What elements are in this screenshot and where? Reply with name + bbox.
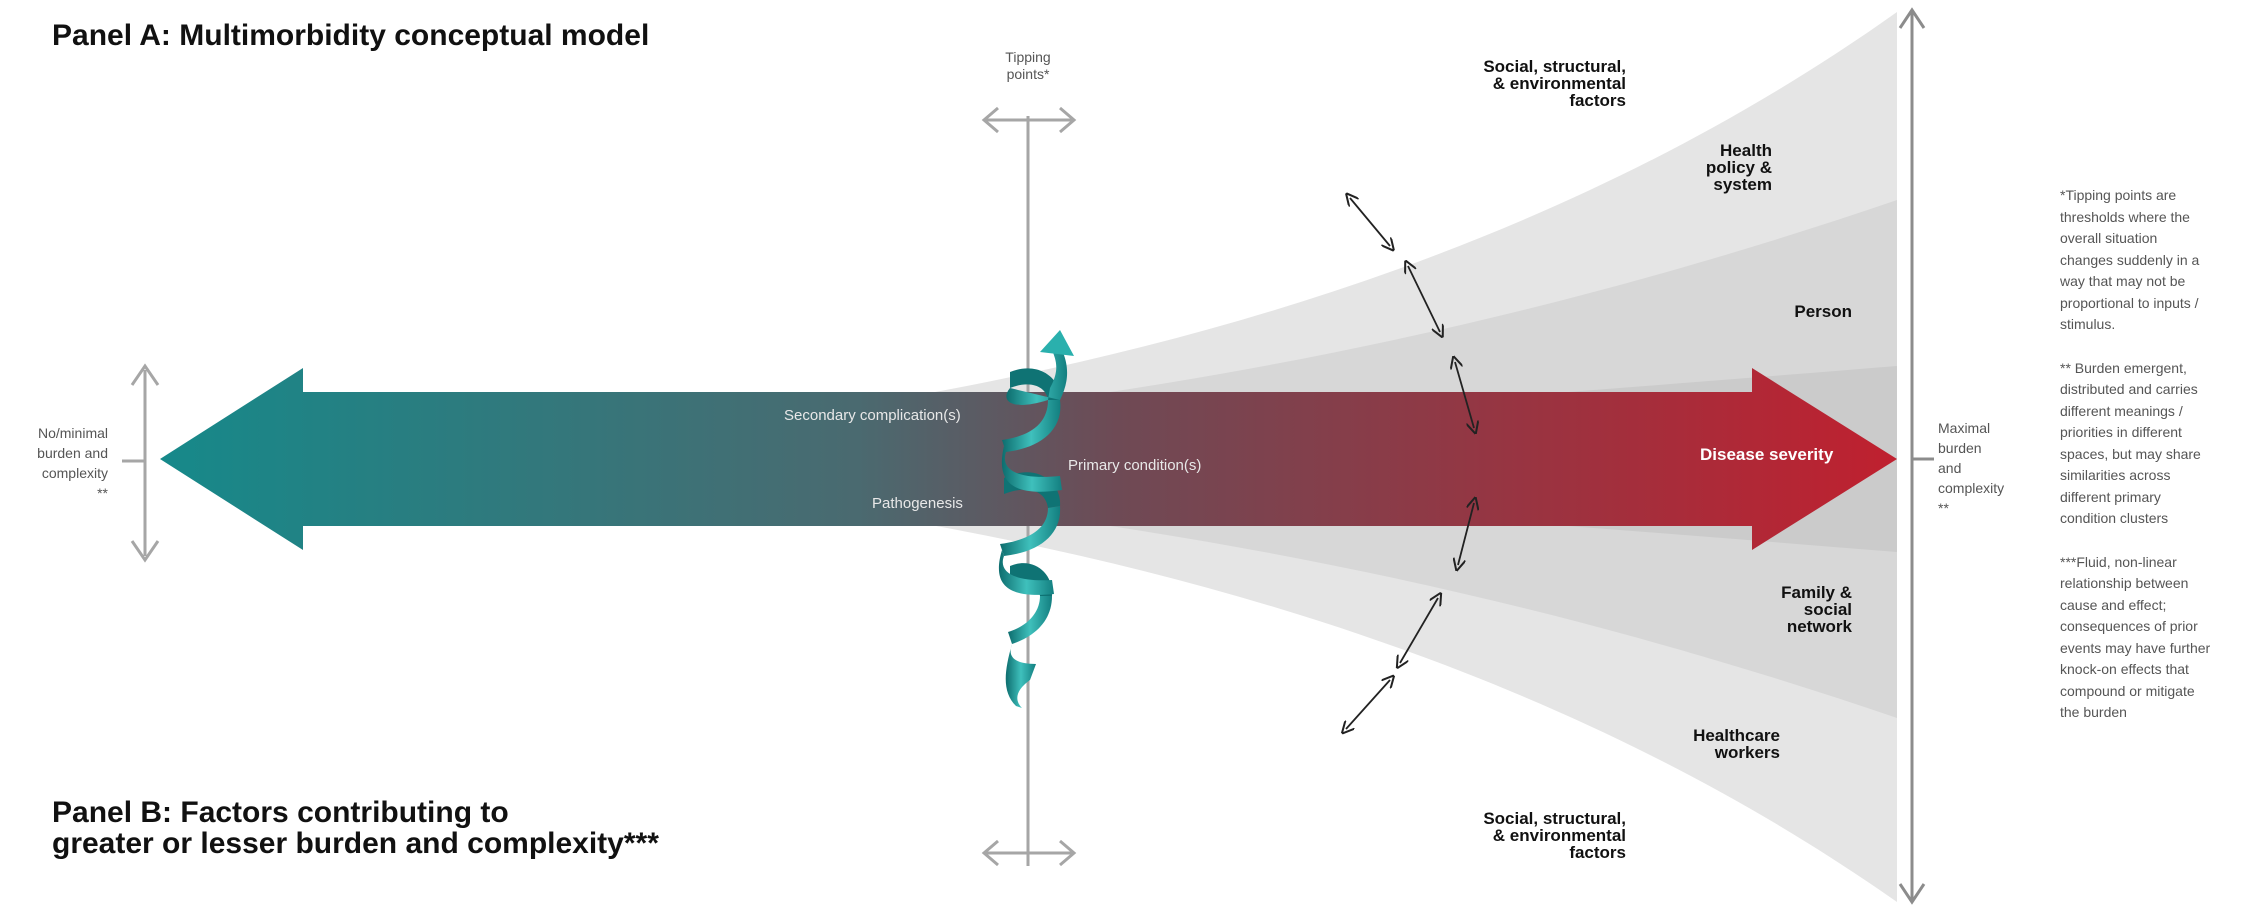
disease-severity-label: Disease severity <box>1700 445 1834 464</box>
no-minimal-burden-label: No/minimal burden and complexity ** <box>0 423 108 503</box>
layer-label-line: Social, structural, <box>1483 57 1626 76</box>
note-line: different primary <box>2060 488 2161 505</box>
layer-label-line: Family & <box>1781 583 1852 602</box>
note-line: proportional to inputs / <box>2060 294 2199 311</box>
note-line: way that may not be <box>2060 273 2186 289</box>
note-line: compound or mitigate <box>2060 682 2195 699</box>
left-label-line: ** <box>97 485 108 501</box>
layer-label-line: & environmental <box>1492 74 1626 93</box>
healthcare-workers-label: Healthcare workers <box>1580 727 1780 761</box>
layer-label-line: Health <box>1720 141 1772 160</box>
maximal-burden-label: Maximal burden and complexity ** <box>1938 418 2038 518</box>
layer-label-line: Healthcare <box>1693 726 1780 745</box>
note-line: relationship between <box>2060 575 2189 591</box>
note-line: overall situation <box>2060 230 2158 246</box>
burden-note: ** Burden emergent, distributed and carr… <box>2060 358 2246 530</box>
fluid-note: ***Fluid, non-linear relationship betwee… <box>2060 552 2246 724</box>
interaction-arrows <box>1346 198 1474 729</box>
tipping-points-label-line1: Tipping <box>1005 49 1051 65</box>
social-structural-top-label: Social, structural, & environmental fact… <box>1380 58 1626 109</box>
note-line: distributed and carries <box>2060 381 2198 397</box>
social-structural-bottom-label: Social, structural, & environmental fact… <box>1380 810 1626 861</box>
layer-label-line: system <box>1713 175 1772 194</box>
note-line: the burden <box>2060 704 2127 720</box>
layer-label-line: factors <box>1569 843 1626 862</box>
panel-b-title-line1: Panel B: Factors contributing to <box>52 796 509 829</box>
right-label-line: ** <box>1938 500 1949 516</box>
note-line: thresholds where the <box>2060 208 2190 225</box>
person-label: Person <box>1650 303 1852 320</box>
left-burden-arrow <box>122 363 160 563</box>
layer-label-line: Person <box>1794 302 1852 321</box>
panel-b-title-line2: greater or lesser burden and complexity*… <box>52 827 659 860</box>
left-label-line: No/minimal <box>37 425 108 441</box>
layer-label-line: policy & <box>1705 158 1772 177</box>
right-label-line: complexity <box>1938 480 2005 496</box>
left-label-line: complexity <box>41 465 108 481</box>
note-line: *Tipping points are <box>2060 187 2177 203</box>
pathogenesis-label: Pathogenesis <box>872 495 963 512</box>
layer-label-line: & environmental <box>1492 826 1626 845</box>
layer-label-line: workers <box>1714 743 1780 762</box>
tipping-points-label: Tipping points* <box>978 49 1078 83</box>
note-line: ***Fluid, non-linear <box>2060 553 2177 570</box>
note-line: priorities in different <box>2060 424 2182 440</box>
panel-a-title: Panel A: Multimorbidity conceptual model <box>52 19 650 52</box>
layer-label-line: Social, structural, <box>1483 809 1626 828</box>
tipping-note: *Tipping points are thresholds where the… <box>2060 185 2246 336</box>
layer-label-line: social <box>1803 600 1852 619</box>
layer-label-line: factors <box>1569 91 1626 110</box>
primary-condition-label: Primary condition(s) <box>1068 457 1202 474</box>
note-line: events may have further <box>2060 639 2211 656</box>
left-label-line: burden and <box>37 445 108 461</box>
note-line: changes suddenly in a <box>2060 251 2200 268</box>
note-line: knock-on effects that <box>2060 661 2189 677</box>
note-line: stimulus. <box>2060 316 2116 332</box>
right-label-line: burden <box>1938 440 1982 456</box>
maximal-burden-axis <box>1898 7 1934 905</box>
note-line: spaces, but may share <box>2060 445 2201 462</box>
note-line: different meanings / <box>2060 402 2183 419</box>
note-line: consequences of prior <box>2060 618 2198 634</box>
note-line: cause and effect; <box>2060 596 2167 613</box>
health-policy-label: Health policy & system <box>1580 142 1772 193</box>
panel-b-title: Panel B: Factors contributing to greater… <box>52 797 659 859</box>
tipping-points-label-line2: points* <box>1006 66 1050 82</box>
note-line: ** Burden emergent, <box>2060 359 2187 376</box>
notes-column: *Tipping points are thresholds where the… <box>2060 185 2246 724</box>
right-label-line: and <box>1938 460 1962 476</box>
secondary-complication-label: Secondary complication(s) <box>784 407 961 424</box>
family-social-network-label: Family & social network <box>1650 584 1852 635</box>
note-line: condition clusters <box>2060 510 2169 526</box>
helix-icon <box>998 330 1074 708</box>
note-line: similarities across <box>2060 467 2171 483</box>
right-label-line: Maximal <box>1938 420 1991 436</box>
layer-label-line: network <box>1786 617 1852 636</box>
